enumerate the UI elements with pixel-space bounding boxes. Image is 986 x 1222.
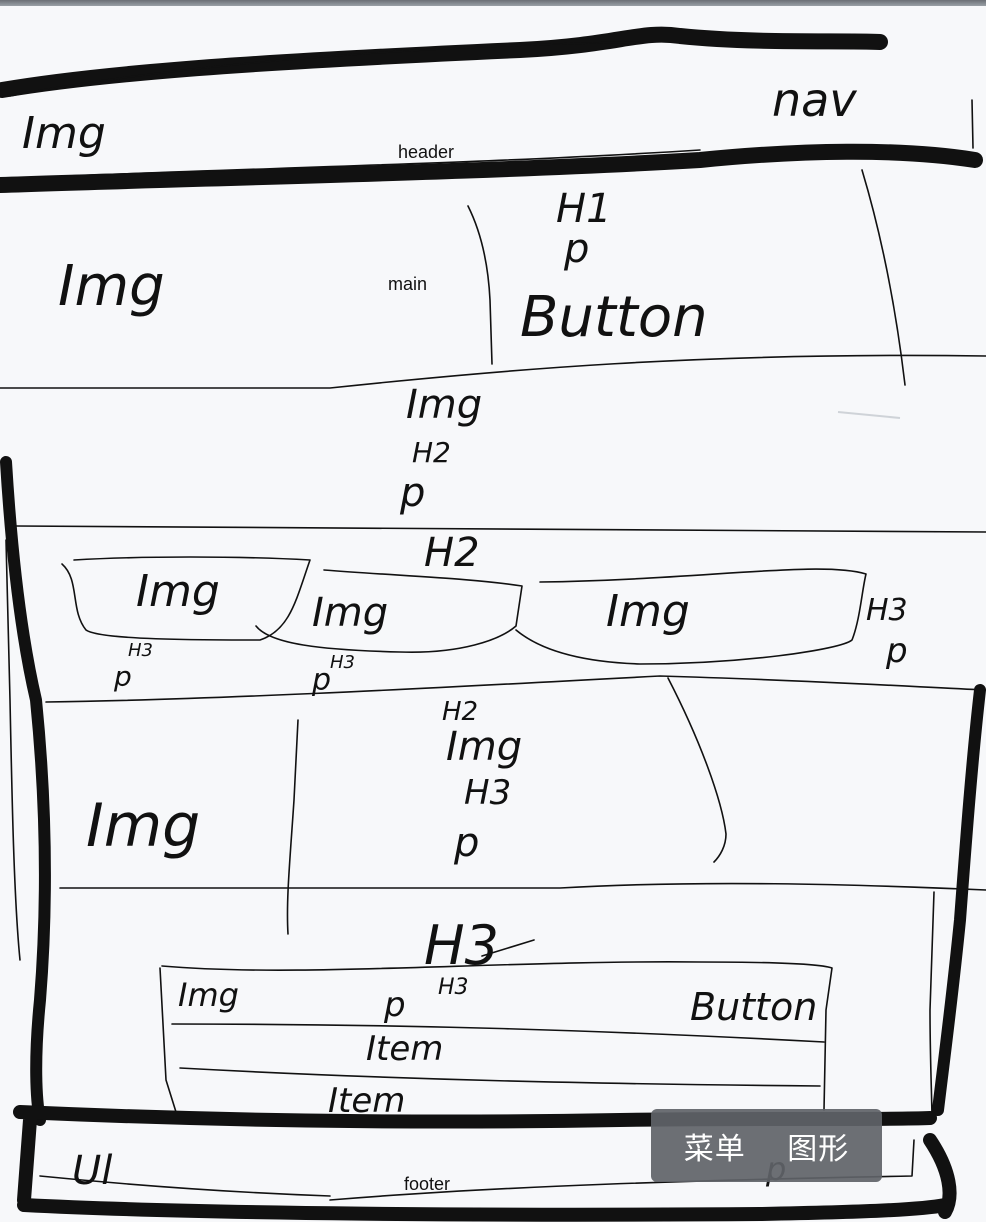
card1-p-label: p xyxy=(113,660,132,693)
list-row-line-1 xyxy=(171,1023,825,1043)
list-h3-strike xyxy=(481,939,535,957)
list-item-h3-label: H3 xyxy=(438,975,469,1000)
feature-bottom-line xyxy=(15,525,986,533)
card3-img-label: Img xyxy=(606,586,690,637)
hero-divider-left xyxy=(467,205,493,365)
split-divider-right xyxy=(667,677,727,863)
footer-outline xyxy=(13,1105,957,1222)
split-img-label: Img xyxy=(86,791,200,861)
header-nav-label: nav xyxy=(772,73,857,127)
list-box-outline xyxy=(159,961,833,1113)
footer-region-label: footer xyxy=(404,1174,450,1194)
header-right-edge xyxy=(971,99,974,149)
feature-faint-line xyxy=(837,411,901,419)
main-region-label: main xyxy=(388,274,427,294)
list-item1-label: Item xyxy=(366,1029,443,1069)
card1-outline xyxy=(61,556,311,641)
split-divider-left xyxy=(286,719,299,935)
card2-h3-label: H3 xyxy=(330,652,355,673)
footer-ul-label: Ul xyxy=(72,1148,112,1194)
list-row-line-2 xyxy=(179,1067,821,1087)
menu-button[interactable]: 菜单 xyxy=(683,1131,746,1167)
feature-img-label: Img xyxy=(406,382,482,428)
split-bottom-line xyxy=(59,882,986,891)
hero-h1-label: H1 xyxy=(556,186,612,232)
card2-p-label: p xyxy=(311,663,331,698)
window-top-edge xyxy=(0,0,986,6)
card2-outline xyxy=(255,569,523,653)
list-button-label: Button xyxy=(690,985,817,1029)
split-p-label: p xyxy=(453,820,479,866)
header-outline xyxy=(0,26,983,193)
card3-h3-label: H3 xyxy=(866,593,908,628)
card3-outline xyxy=(515,568,867,665)
list-img-label: Img xyxy=(178,976,239,1014)
card1-img-label: Img xyxy=(136,566,220,617)
hero-p-label: p xyxy=(563,226,589,272)
card2-img-label: Img xyxy=(312,590,388,636)
cards-bottom-line xyxy=(45,675,986,703)
header-region-label: header xyxy=(398,142,454,162)
list-p-label: p xyxy=(383,985,406,1025)
split-img2-label: Img xyxy=(446,724,522,770)
cards-h2-label: H2 xyxy=(424,530,480,576)
split-h3-label: H3 xyxy=(464,773,511,813)
list-section-right-edge xyxy=(929,891,935,1121)
page-left-thick-border xyxy=(0,456,51,1126)
floating-toolbar: 菜单 图形 xyxy=(651,1109,882,1182)
header-img-label: Img xyxy=(22,108,106,159)
hero-bottom-line xyxy=(0,354,986,389)
split-h2-label: H2 xyxy=(442,697,478,727)
card1-h3-label: H3 xyxy=(128,640,153,661)
shapes-button[interactable]: 图形 xyxy=(787,1131,850,1167)
page-left-inner-line xyxy=(5,539,21,961)
page-right-thick-border xyxy=(932,684,986,1116)
header-inner-line xyxy=(9,41,701,179)
hero-button-label: Button xyxy=(520,285,708,350)
feature-p-label: p xyxy=(399,470,425,516)
feature-h2-label: H2 xyxy=(412,436,451,469)
card3-p-label: p xyxy=(885,631,908,671)
hero-divider-right xyxy=(861,169,906,386)
hero-img-label: Img xyxy=(58,254,165,319)
